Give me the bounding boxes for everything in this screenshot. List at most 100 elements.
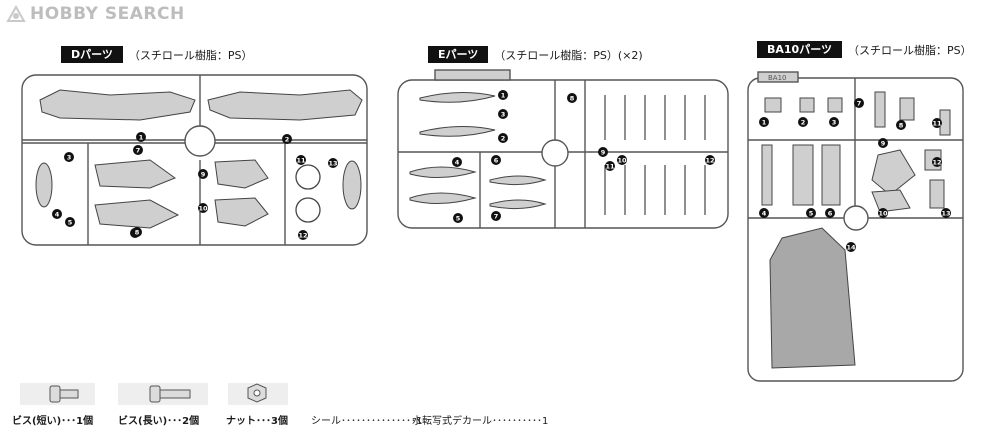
svg-text:3: 3 bbox=[501, 111, 506, 119]
part-number-ba-9: 9 bbox=[878, 138, 888, 148]
part-number-e-8: 8 bbox=[567, 93, 577, 103]
part-ba3 bbox=[827, 97, 843, 113]
part-d8 bbox=[94, 199, 180, 229]
part-d2 bbox=[207, 89, 363, 121]
part-tag-ba10: BA10パーツ bbox=[757, 41, 842, 58]
part-number-e-1: 1 bbox=[498, 90, 508, 100]
part-number-e-7: 7 bbox=[491, 211, 501, 221]
runner-d-gate bbox=[184, 125, 216, 157]
part-number-e-11: 11 bbox=[605, 161, 615, 171]
svg-text:8: 8 bbox=[135, 229, 140, 237]
svg-text:2: 2 bbox=[801, 119, 806, 127]
svg-text:2: 2 bbox=[285, 136, 290, 144]
part-ba4 bbox=[761, 144, 773, 206]
part-material-e: （スチロール樹脂：PS）(×2) bbox=[494, 48, 643, 62]
part-number-e-10: 10 bbox=[617, 155, 627, 165]
svg-text:7: 7 bbox=[136, 147, 141, 155]
part-e6 bbox=[489, 175, 547, 186]
accessory-long-screw: ビス(長い)･･･2個 bbox=[118, 416, 200, 427]
part-number-ba-3: 3 bbox=[829, 117, 839, 127]
svg-text:4: 4 bbox=[762, 210, 767, 218]
runner-e-frame bbox=[397, 79, 729, 229]
part-number-e-2: 2 bbox=[498, 133, 508, 143]
part-number-ba-5: 5 bbox=[806, 208, 816, 218]
part-e7 bbox=[489, 199, 547, 210]
part-ba9 bbox=[871, 149, 916, 196]
part-ba1 bbox=[764, 97, 782, 113]
part-number-e-9: 9 bbox=[598, 147, 608, 157]
accessory-sticker: シール･･･････････････1 bbox=[311, 416, 423, 427]
part-number-ba-12: 12 bbox=[932, 157, 942, 167]
part-d11 bbox=[295, 164, 321, 190]
part-e1 bbox=[419, 91, 496, 103]
part-ba5 bbox=[792, 144, 814, 206]
part-d9 bbox=[214, 159, 269, 189]
accessory-decal: 水転写式デカール･･････････1 bbox=[412, 416, 549, 427]
svg-text:13: 13 bbox=[328, 160, 337, 168]
svg-text:10: 10 bbox=[617, 157, 627, 165]
part-number-d-12: 12 bbox=[298, 230, 308, 240]
part-number-e-4: 4 bbox=[452, 157, 462, 167]
part-number-d-10: 10 bbox=[198, 203, 208, 213]
svg-text:8: 8 bbox=[570, 95, 575, 103]
logo-icon bbox=[6, 5, 26, 22]
svg-text:10: 10 bbox=[198, 205, 208, 213]
svg-text:7: 7 bbox=[494, 213, 499, 221]
svg-text:4: 4 bbox=[455, 159, 460, 167]
part-number-e-12: 12 bbox=[705, 155, 715, 165]
nut-icon bbox=[247, 383, 267, 403]
part-e4 bbox=[409, 166, 477, 179]
part-number-d-7: 7 bbox=[133, 145, 143, 155]
runner-ba10-inscription: BA10 bbox=[768, 74, 787, 82]
accessory-nut: ナット･･･3個 bbox=[226, 416, 288, 427]
part-number-d-4: 4 bbox=[52, 209, 62, 219]
part-number-ba-2: 2 bbox=[798, 117, 808, 127]
svg-text:6: 6 bbox=[494, 157, 499, 165]
part-e5 bbox=[409, 192, 477, 205]
part-material-d: （スチロール樹脂：PS） bbox=[128, 48, 253, 62]
svg-text:2: 2 bbox=[501, 135, 506, 143]
part-number-ba-8: 8 bbox=[896, 120, 906, 130]
part-d7 bbox=[94, 159, 177, 189]
svg-text:3: 3 bbox=[832, 119, 837, 127]
svg-text:12: 12 bbox=[705, 157, 714, 165]
short-screw-icon bbox=[49, 385, 79, 403]
part-e2 bbox=[419, 125, 496, 137]
svg-text:11: 11 bbox=[605, 163, 615, 171]
part-d12 bbox=[295, 197, 321, 223]
part-ba2 bbox=[799, 97, 815, 113]
part-number-d-5: 5 bbox=[65, 217, 75, 227]
part-number-d-2: 2 bbox=[282, 134, 292, 144]
part-d10 bbox=[214, 197, 269, 227]
svg-text:5: 5 bbox=[68, 219, 73, 227]
part-header-ba10: BA10パーツ （スチロール樹脂：PS） bbox=[757, 41, 972, 58]
svg-text:9: 9 bbox=[881, 140, 886, 148]
part-tag-e: Eパーツ bbox=[428, 46, 489, 63]
part-d1 bbox=[39, 89, 196, 121]
part-header-e: Eパーツ （スチロール樹脂：PS）(×2) bbox=[428, 46, 643, 63]
part-number-d-3: 3 bbox=[64, 152, 74, 162]
logo-text: HOBBY SEARCH bbox=[30, 4, 185, 24]
svg-text:12: 12 bbox=[932, 159, 941, 167]
svg-text:11: 11 bbox=[296, 157, 306, 165]
part-number-d-13: 13 bbox=[328, 158, 338, 168]
long-screw-icon bbox=[149, 385, 191, 403]
part-number-e-6: 6 bbox=[491, 155, 501, 165]
svg-text:7: 7 bbox=[857, 100, 862, 108]
part-number-ba-6: 6 bbox=[825, 208, 835, 218]
svg-text:9: 9 bbox=[601, 149, 606, 157]
part-number-d-11: 11 bbox=[296, 155, 306, 165]
svg-text:13: 13 bbox=[941, 210, 950, 218]
svg-text:3: 3 bbox=[67, 154, 72, 162]
svg-text:1: 1 bbox=[139, 134, 144, 142]
svg-text:10: 10 bbox=[878, 210, 888, 218]
svg-text:5: 5 bbox=[809, 210, 814, 218]
part-d3 bbox=[35, 162, 53, 208]
part-ba6 bbox=[821, 144, 841, 206]
part-number-ba-11: 11 bbox=[932, 118, 942, 128]
part-number-ba-13: 13 bbox=[941, 208, 951, 218]
